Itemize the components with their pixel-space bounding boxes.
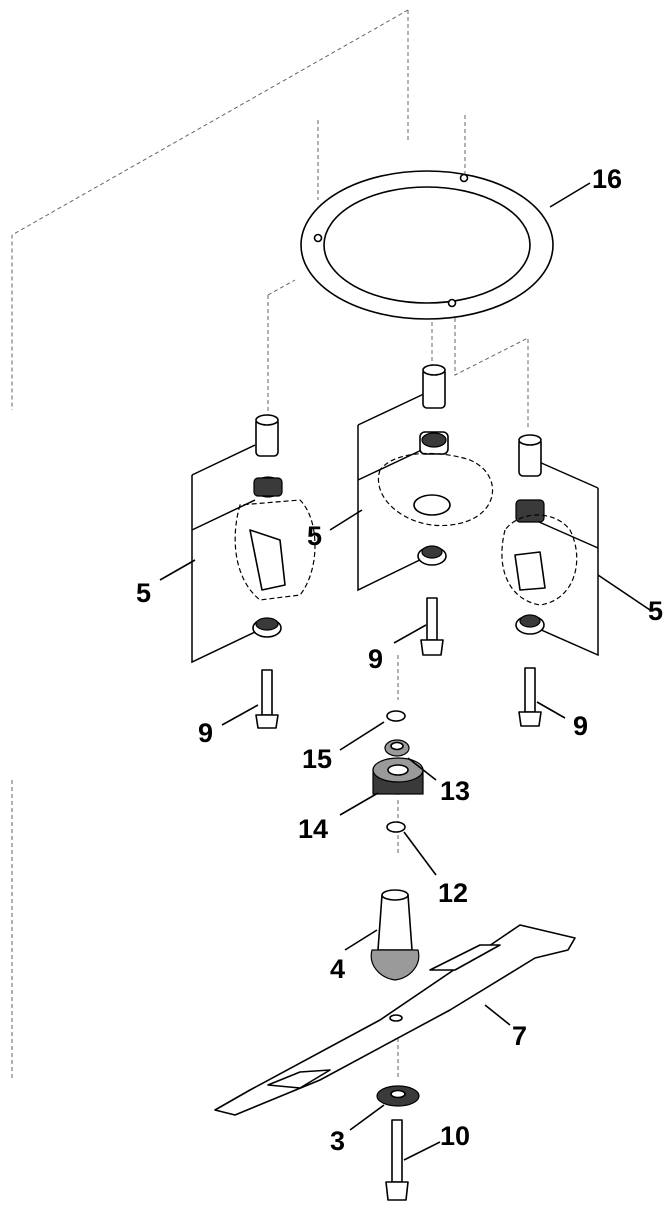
callout-5-left: 5	[136, 578, 151, 608]
callout-labels: 16 5 5 5 9 9 9 15 13 14 12 4 7 3 10	[136, 164, 663, 1156]
callout-9-center: 9	[368, 644, 383, 674]
callout-16: 16	[592, 164, 622, 194]
callout-12: 12	[438, 878, 468, 908]
part-5-center-mount	[357, 364, 494, 656]
callout-5-right: 5	[648, 596, 663, 626]
callout-9-right: 9	[573, 711, 588, 741]
callout-5-center: 5	[307, 521, 322, 551]
callout-9-left: 9	[198, 718, 213, 748]
part-12-ring	[386, 821, 406, 833]
part-7-cutting-blade	[214, 924, 576, 1116]
part-4-blade-adapter	[370, 889, 420, 981]
callout-7: 7	[512, 1021, 527, 1051]
callout-14: 14	[298, 814, 328, 844]
callout-3: 3	[330, 1126, 345, 1156]
part-15-circlip	[386, 710, 406, 722]
part-10-blade-bolt	[385, 1119, 409, 1201]
part-5-right-mount	[501, 434, 599, 727]
part-14-bearing	[372, 757, 424, 795]
leader-lines	[159, 182, 651, 1161]
hub-stack	[372, 710, 424, 833]
callout-4: 4	[330, 954, 345, 984]
callout-15: 15	[302, 744, 332, 774]
callout-13: 13	[440, 776, 470, 806]
part-5-left-mount	[191, 414, 316, 729]
part-3-washer	[376, 1085, 420, 1107]
callout-10: 10	[440, 1121, 470, 1151]
part-16-gasket-ring	[300, 170, 554, 320]
